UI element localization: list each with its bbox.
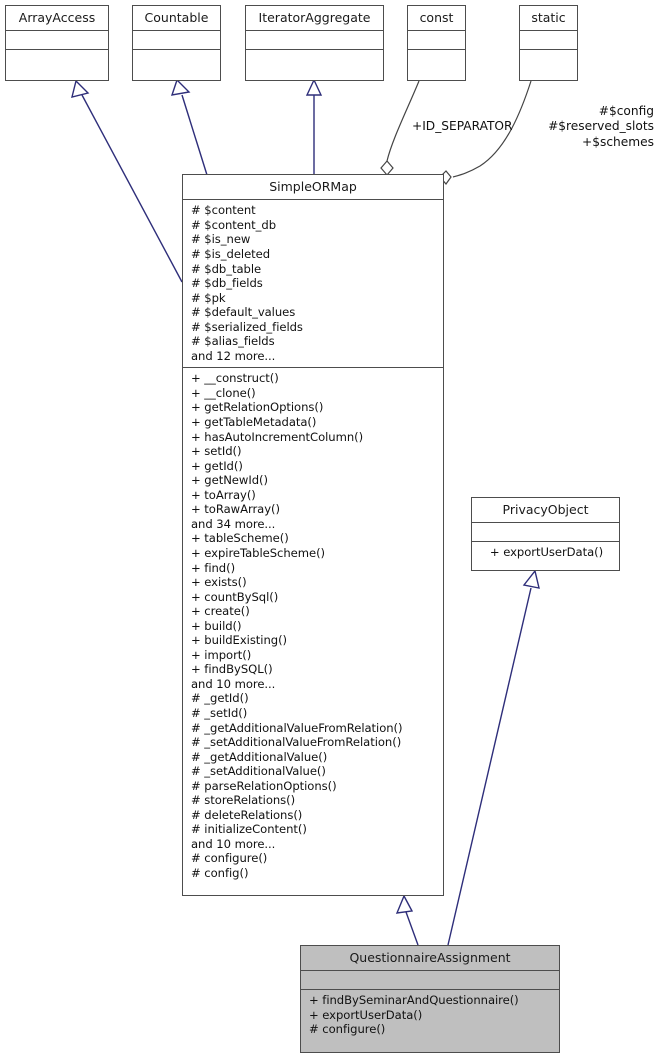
method-row: + findBySQL() bbox=[191, 662, 273, 677]
method-row: + hasAutoIncrementColumn() bbox=[191, 429, 364, 444]
method-row: + build() bbox=[191, 618, 242, 633]
class-box-privacy-object[interactable]: PrivacyObject + exportUserData() bbox=[471, 497, 620, 571]
method-row: + __clone() bbox=[191, 385, 256, 400]
class-box-array-access[interactable]: ArrayAccess bbox=[5, 5, 109, 81]
method-row: + getId() bbox=[191, 458, 243, 473]
method-row: + countBySql() bbox=[191, 589, 279, 604]
method-row: # initializeContent() bbox=[191, 822, 307, 837]
method-row: + toArray() bbox=[191, 487, 256, 502]
attribute-row: # $db_fields bbox=[191, 276, 263, 291]
attribute-row: # $content_db bbox=[191, 217, 277, 232]
method-row: # parseRelationOptions() bbox=[191, 778, 337, 793]
class-attributes-array-access bbox=[6, 30, 108, 49]
class-name-simple-or-map: SimpleORMap bbox=[269, 179, 357, 194]
class-box-static[interactable]: static bbox=[519, 5, 578, 81]
method-row: # config() bbox=[191, 865, 249, 880]
class-methods-iterator-aggregate bbox=[246, 49, 383, 68]
attribute-row: # $content bbox=[191, 203, 256, 218]
class-name-privacy-object: PrivacyObject bbox=[502, 502, 589, 517]
attribute-row: # $is_deleted bbox=[191, 247, 271, 262]
method-row: # _getAdditionalValue() bbox=[191, 749, 328, 764]
class-methods-questionnaire-assignment: + findBySeminarAndQuestionnaire() + expo… bbox=[301, 989, 559, 1041]
class-box-questionnaire-assignment[interactable]: QuestionnaireAssignment + findBySeminarA… bbox=[300, 945, 560, 1053]
method-row: + find() bbox=[191, 560, 236, 575]
method-row: + __construct() bbox=[191, 371, 279, 386]
method-row: # _getAdditionalValueFromRelation() bbox=[191, 720, 403, 735]
attribute-row: # $db_table bbox=[191, 261, 262, 276]
class-name-const: const bbox=[419, 10, 454, 25]
class-attributes-static bbox=[520, 30, 577, 49]
method-row: # _setId() bbox=[191, 705, 248, 720]
class-methods-countable bbox=[133, 49, 220, 68]
method-row: + exportUserData() bbox=[309, 1007, 423, 1022]
method-row: # configure() bbox=[191, 851, 268, 866]
class-box-iterator-aggregate[interactable]: IteratorAggregate bbox=[245, 5, 384, 81]
method-row: + expireTableScheme() bbox=[191, 545, 326, 560]
method-row: + toRawArray() bbox=[191, 502, 280, 517]
method-row: + getRelationOptions() bbox=[191, 400, 324, 415]
class-attributes-privacy-object bbox=[472, 522, 619, 541]
method-overflow-row: and 10 more... bbox=[191, 676, 276, 691]
attribute-overflow-row: and 12 more... bbox=[191, 348, 276, 363]
edge-simpleormap-iteratoraggregate bbox=[305, 78, 323, 175]
class-attributes-countable bbox=[133, 30, 220, 49]
method-row: + exists() bbox=[191, 575, 247, 590]
class-box-const[interactable]: const bbox=[407, 5, 466, 81]
class-attributes-const bbox=[408, 30, 465, 49]
method-row: + import() bbox=[191, 647, 252, 662]
method-row: + create() bbox=[191, 604, 250, 619]
method-row: # configure() bbox=[309, 1022, 386, 1037]
method-overflow-row: and 10 more... bbox=[191, 836, 276, 851]
class-box-simple-or-map[interactable]: SimpleORMap # $content # $content_db # $… bbox=[182, 174, 444, 896]
class-name-questionnaire-assignment: QuestionnaireAssignment bbox=[349, 950, 511, 965]
method-row: # storeRelations() bbox=[191, 793, 296, 808]
method-row: # _setAdditionalValueFromRelation() bbox=[191, 735, 402, 750]
class-box-countable[interactable]: Countable bbox=[132, 5, 221, 81]
attribute-row: # $is_new bbox=[191, 232, 251, 247]
class-attributes-simple-or-map: # $content # $content_db # $is_new # $is… bbox=[183, 199, 443, 367]
method-row: + buildExisting() bbox=[191, 633, 288, 648]
method-row: # _setAdditionalValue() bbox=[191, 764, 326, 779]
class-methods-array-access bbox=[6, 49, 108, 68]
attribute-row: # $pk bbox=[191, 290, 226, 305]
class-name-static: static bbox=[531, 10, 566, 25]
method-row: + tableScheme() bbox=[191, 531, 289, 546]
method-row: # deleteRelations() bbox=[191, 807, 303, 822]
edge-label-line: #$reserved_slots bbox=[548, 119, 654, 134]
class-methods-simple-or-map: + __construct() + __clone() + getRelatio… bbox=[183, 367, 443, 884]
edge-label-id-separator: +ID_SEPARATOR bbox=[412, 119, 513, 133]
edge-questionnaireassignment-simpleormap bbox=[395, 894, 419, 946]
class-attributes-questionnaire-assignment bbox=[301, 970, 559, 989]
method-row: + setId() bbox=[191, 444, 242, 459]
attribute-row: # $default_values bbox=[191, 305, 296, 320]
class-name-array-access: ArrayAccess bbox=[18, 10, 96, 25]
class-name-iterator-aggregate: IteratorAggregate bbox=[258, 10, 371, 25]
edge-questionnaireassignment-privacyobject bbox=[447, 569, 540, 946]
method-row: + findBySeminarAndQuestionnaire() bbox=[309, 993, 519, 1008]
edge-simpleormap-arrayaccess bbox=[71, 79, 183, 283]
edge-simpleormap-countable bbox=[170, 78, 208, 176]
method-overflow-row: and 34 more... bbox=[191, 516, 276, 531]
attribute-row: # $serialized_fields bbox=[191, 319, 303, 334]
attribute-row: # $alias_fields bbox=[191, 334, 275, 349]
method-row: + exportUserData() bbox=[489, 545, 604, 560]
edge-label-line: +$schemes bbox=[582, 134, 654, 149]
edge-label-static-members: #$config #$reserved_slots +$schemes bbox=[470, 104, 654, 150]
class-methods-privacy-object: + exportUserData() bbox=[472, 541, 619, 564]
method-row: # _getId() bbox=[191, 691, 249, 706]
class-name-countable: Countable bbox=[144, 10, 209, 25]
class-methods-static bbox=[520, 49, 577, 68]
class-methods-const bbox=[408, 49, 465, 68]
class-attributes-iterator-aggregate bbox=[246, 30, 383, 49]
method-row: + getTableMetadata() bbox=[191, 415, 317, 430]
edge-label-line: #$config bbox=[598, 104, 654, 118]
method-row: + getNewId() bbox=[191, 473, 268, 488]
